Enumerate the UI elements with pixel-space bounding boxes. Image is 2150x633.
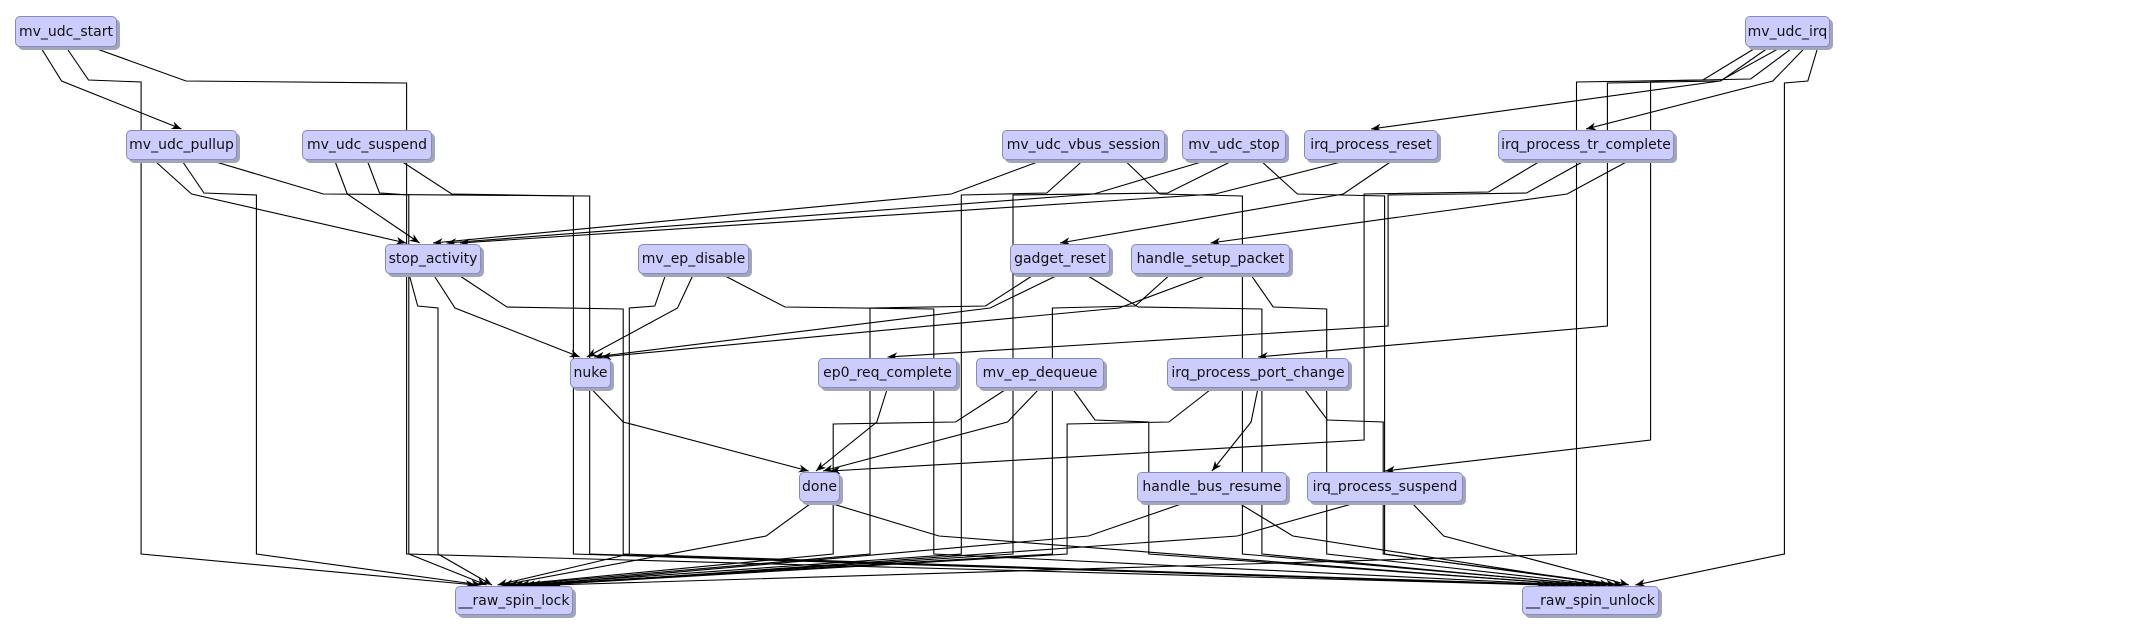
edge-mv_udc_start-to-raw_spin_unlock [91, 46, 1546, 586]
arrowhead-icon [409, 234, 420, 243]
arrowhead-icon [502, 579, 514, 588]
node-irq-process-tr-complete[interactable]: irq_process_tr_complete [1498, 130, 1674, 160]
edge-mv_udc_suspend-to-raw_spin_unlock [399, 159, 1559, 586]
edge-mv_ep_disable-to-raw_spin_unlock [721, 273, 1572, 586]
edge-mv_udc_pullup-to-raw_spin_lock [181, 159, 482, 586]
node-handle-bus-resume[interactable]: handle_bus_resume [1137, 472, 1287, 502]
node-mv-ep-dequeue[interactable]: mv_ep_dequeue [976, 358, 1104, 388]
node-irq-process-port-change[interactable]: irq_process_port_change [1167, 358, 1349, 388]
node-stop-activity[interactable]: stop_activity [385, 244, 481, 274]
edge-irq_process_port_change-to-handle_bus_resume [1211, 387, 1259, 472]
arrowhead-icon [170, 121, 182, 129]
edge-mv_ep_disable-to-raw_spin_lock [497, 273, 667, 586]
edge-mv_ep_dequeue-to-raw_spin_lock [508, 387, 1009, 586]
arrowhead-icon [395, 236, 407, 245]
arrowhead-icon [470, 579, 481, 588]
edge-mv_udc_vbus_session-to-stop_activity [432, 159, 1043, 244]
arrowhead-icon [1385, 465, 1396, 474]
edge-irq_process_suspend-to-raw_spin_unlock [1410, 501, 1630, 586]
arrowhead-icon [1618, 578, 1629, 587]
node-ep0-req-complete[interactable]: ep0_req_complete [818, 358, 957, 388]
edge-mv_udc_start-to-raw_spin_lock [65, 46, 476, 586]
arrowhead-icon [823, 464, 834, 473]
arrowhead-icon [568, 349, 580, 358]
edge-stop_activity-to-raw_spin_unlock [456, 273, 1565, 586]
edge-gadget_reset-to-raw_spin_unlock [1084, 273, 1591, 586]
node-mv-udc-irq[interactable]: mv_udc_irq [1745, 16, 1830, 47]
arrowhead-icon [1635, 579, 1646, 587]
node-mv-udc-start[interactable]: mv_udc_start [15, 16, 117, 47]
edge-irq_process_port_change-to-raw_spin_lock [541, 387, 1213, 586]
edge-mv_ep_disable-to-nuke [586, 273, 694, 358]
edge-mv_udc_irq-to-raw_spin_lock [552, 46, 1758, 586]
arrowhead-icon [815, 461, 827, 471]
edge-mv_udc_irq-to-irq_process_tr_complete [1585, 46, 1807, 130]
arrowhead-icon [1210, 237, 1221, 246]
edge-nuke-to-done [590, 387, 809, 472]
node-mv-ep-disable[interactable]: mv_ep_disable [638, 244, 749, 274]
arrowhead-icon [1599, 579, 1610, 588]
node-raw-spin-lock[interactable]: __raw_spin_lock [455, 586, 573, 615]
arrowhead-icon [1212, 460, 1222, 471]
edge-done-to-raw_spin_lock [502, 501, 814, 586]
edge-gadget_reset-to-raw_spin_lock [513, 273, 1036, 586]
arrowhead-icon [1586, 122, 1597, 131]
edge-stop_activity-to-raw_spin_lock [408, 273, 493, 586]
node-mv-udc-vbus-session[interactable]: mv_udc_vbus_session [1002, 130, 1165, 160]
node-mv-udc-pullup[interactable]: mv_udc_pullup [126, 130, 237, 160]
node-irq-process-suspend[interactable]: irq_process_suspend [1307, 472, 1463, 502]
edge-mv_udc_irq-to-irq_process_port_change [1257, 46, 1770, 358]
edge-stop_activity-to-nuke [432, 273, 580, 358]
arrowhead-icon [586, 348, 598, 357]
edge-mv_ep_dequeue-to-done [822, 387, 1041, 472]
node-mv-udc-stop[interactable]: mv_udc_stop [1182, 130, 1286, 160]
edge-done-to-raw_spin_unlock [826, 501, 1578, 586]
edge-mv_udc_vbus_session-to-raw_spin_unlock [1123, 159, 1597, 586]
edge-handle_setup_packet-to-nuke [601, 273, 1211, 358]
edge-irq_process_tr_complete-to-ep0_req_complete [887, 159, 1587, 358]
edge-irq_process_suspend-to-raw_spin_lock [546, 501, 1360, 586]
node-nuke[interactable]: nuke [570, 358, 611, 388]
edge-handle_setup_packet-to-raw_spin_unlock [1249, 273, 1604, 586]
edge-gadget_reset-to-nuke [594, 273, 1061, 358]
node-irq-process-reset[interactable]: irq_process_reset [1304, 130, 1438, 160]
edge-handle_bus_resume-to-raw_spin_lock [530, 501, 1188, 586]
edge-ep0_req_complete-to-done [815, 387, 889, 472]
edge-irq_process_reset-to-stop_activity [459, 159, 1349, 244]
edge-irq_process_tr_complete-to-done [830, 159, 1543, 472]
node-raw-spin-unlock[interactable]: __raw_spin_unlock [1522, 586, 1659, 615]
edge-mv_udc_suspend-to-raw_spin_lock [366, 159, 487, 586]
arrowhead-icon [481, 576, 492, 585]
node-mv-udc-suspend[interactable]: mv_udc_suspend [302, 130, 432, 160]
arrowhead-icon [798, 464, 809, 473]
arrowhead-icon [594, 351, 605, 360]
node-handle-setup-packet[interactable]: handle_setup_packet [1131, 244, 1290, 274]
node-done[interactable]: done [799, 472, 840, 502]
edge-mv_udc_irq-to-raw_spin_unlock [1635, 46, 1819, 586]
edge-handle_bus_resume-to-raw_spin_unlock [1236, 501, 1610, 586]
node-gadget-reset[interactable]: gadget_reset [1010, 244, 1110, 274]
arrowhead-icon [1371, 123, 1382, 132]
edge-mv_udc_irq-to-irq_process_suspend [1384, 46, 1794, 472]
edge-irq_process_reset-to-gadget_reset [1059, 159, 1394, 244]
edge-mv_udc_suspend-to-stop_activity [333, 159, 420, 244]
edge-mv_udc_stop-to-raw_spin_lock [535, 159, 1235, 586]
edge-irq_process_port_change-to-raw_spin_unlock [1303, 387, 1623, 586]
edge-mv_udc_pullup-to-stop_activity [153, 159, 407, 244]
edge-handle_setup_packet-to-raw_spin_lock [524, 273, 1172, 586]
arrowhead-icon [1060, 237, 1071, 246]
edge-mv_udc_vbus_session-to-raw_spin_lock [519, 159, 1084, 586]
edge-mv_udc_start-to-mv_udc_pullup [40, 46, 182, 130]
edge-irq_process_tr_complete-to-handle_setup_packet [1210, 159, 1631, 244]
